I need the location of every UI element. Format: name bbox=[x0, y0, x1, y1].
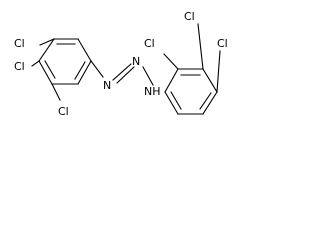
chlorine-label: Cl bbox=[14, 60, 25, 73]
double-bond-inner bbox=[44, 60, 56, 79]
bond bbox=[142, 66, 154, 86]
chlorine-label: Cl bbox=[58, 105, 69, 118]
bond bbox=[38, 60, 53, 85]
bond bbox=[39, 38, 55, 46]
bond bbox=[31, 60, 40, 67]
bond bbox=[202, 91, 218, 115]
chlorine-label: Cl bbox=[184, 10, 195, 23]
bond bbox=[90, 60, 104, 78]
bond bbox=[216, 50, 221, 93]
nitrogen-label: N bbox=[103, 79, 111, 92]
bond bbox=[77, 60, 92, 85]
bond bbox=[197, 23, 204, 70]
triazene-chain bbox=[90, 60, 154, 86]
bond bbox=[202, 68, 218, 93]
nh-label: NH bbox=[144, 85, 161, 98]
left-benzene-ring bbox=[38, 38, 92, 85]
bond bbox=[51, 83, 61, 101]
bond bbox=[164, 91, 179, 115]
double-bond bbox=[116, 66, 135, 84]
chlorine-label: Cl bbox=[144, 37, 155, 50]
bond bbox=[38, 38, 55, 62]
nitrogen-label: N bbox=[132, 55, 140, 68]
bond bbox=[77, 38, 92, 62]
bond bbox=[163, 53, 179, 70]
double-bond-inner bbox=[170, 91, 182, 110]
chlorine-label: Cl bbox=[14, 37, 25, 50]
right-benzene-ring bbox=[164, 68, 218, 115]
double-bond bbox=[112, 63, 132, 81]
chemical-structure-diagram: Cl Cl Cl N N NH Cl Cl Cl bbox=[14, 10, 228, 118]
double-bond-inner bbox=[199, 92, 212, 110]
bond bbox=[164, 68, 179, 93]
chlorine-label: Cl bbox=[217, 37, 228, 50]
double-bond-inner bbox=[74, 61, 86, 80]
